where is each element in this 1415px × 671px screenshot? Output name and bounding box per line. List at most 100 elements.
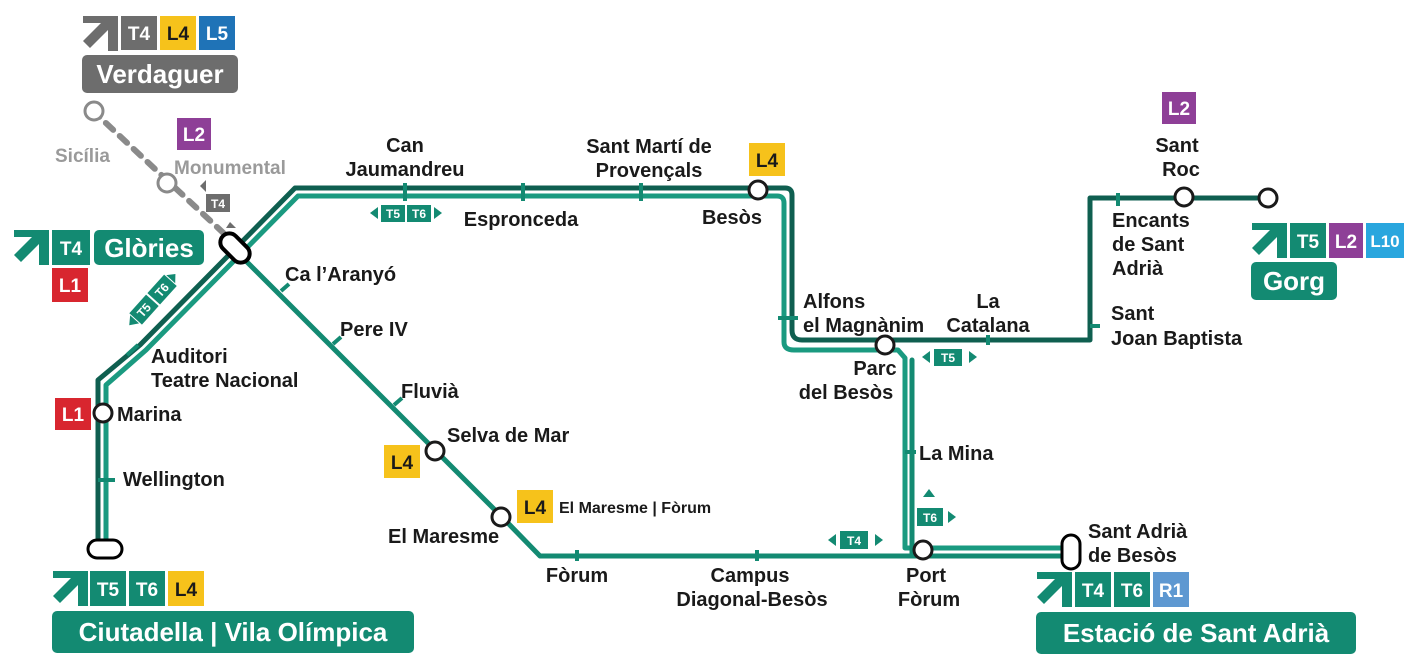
station-besos-circle[interactable] [747, 179, 769, 201]
station-parc-besos-circle[interactable] [874, 334, 896, 356]
badge-t5 [1290, 223, 1326, 258]
station-sant-adria-capsule[interactable] [1060, 533, 1082, 571]
sant-adria-t6-label: T6 [1121, 581, 1143, 602]
station-ticks [98, 183, 1120, 561]
station-port-forum-label-1: Port [906, 565, 946, 587]
badge-t4 [121, 16, 157, 50]
station-selva-de-mar-circle[interactable] [424, 440, 446, 462]
station-alfons-label-1: Alfons [803, 291, 865, 313]
station-marina-label: Marina [117, 404, 182, 426]
sant-adria-r1-label: R1 [1159, 581, 1184, 602]
t4-track [230, 245, 1073, 559]
direction-tag-verdaguer-label: T4 [211, 197, 225, 211]
station-la-catalana-label-1: La [976, 291, 1000, 313]
gorg-l2-label: L2 [1335, 232, 1357, 253]
station-campus-label-1: Campus [711, 565, 790, 587]
badge-l4 [168, 571, 204, 606]
station-marina-circle[interactable] [92, 402, 114, 424]
selva-l4-badge [384, 445, 420, 478]
station-sant-adria-besos-label-1: Sant Adrià [1088, 521, 1188, 543]
tick-auditori [125, 343, 140, 357]
interchange-ciutadella[interactable]: T5 T6 L4 Ciutadella | Vila Olímpica [52, 571, 414, 653]
interchange-glories[interactable]: T4 Glòries L1 [14, 230, 204, 302]
direction-tag-glories-diag: T5 T6 [129, 273, 177, 326]
station-la-mina-label: La Mina [919, 443, 994, 465]
station-selva-de-mar-label: Selva de Mar [447, 425, 570, 447]
station-ciutadella-capsule[interactable] [86, 538, 124, 560]
interchange-gorg[interactable]: T5 L2 L10 Gorg [1251, 223, 1404, 300]
station-sant-roc-circle[interactable] [1173, 186, 1195, 208]
station-circles [83, 100, 1279, 571]
port-tag-t6: T6 [923, 511, 937, 525]
station-sicilia-circle[interactable] [83, 100, 105, 122]
sant-roc-l2-label: L2 [1168, 99, 1190, 120]
badge-l2 [1329, 223, 1363, 258]
glories-name: Glòries [104, 233, 194, 263]
tram-logo-icon [1252, 223, 1287, 258]
t5-track [95, 185, 1271, 548]
direction-tag-verdaguer: T4 [200, 180, 236, 228]
station-port-forum-circle[interactable] [912, 539, 934, 561]
gorg-l10-label: L10 [1370, 232, 1399, 251]
station-sant-joan-label-1: Sant [1111, 303, 1155, 325]
bottom-tag-t4: T4 [847, 534, 861, 548]
station-gorg-circle[interactable] [1257, 187, 1279, 209]
station-sant-adria-besos-label-2: de Besòs [1088, 545, 1177, 567]
glories-banner [94, 230, 204, 265]
station-el-maresme-forum-label: El Maresme | Fòrum [559, 500, 711, 517]
sant-roc-l2-badge [1162, 92, 1196, 124]
tick-pere-iv [331, 335, 343, 346]
badge-l10 [1366, 223, 1404, 258]
station-la-catalana-label-2: Catalana [946, 315, 1030, 337]
station-monumental-label: Monumental [174, 158, 286, 179]
glories-t4-label: T4 [60, 239, 83, 260]
verdaguer-name: Verdaguer [96, 59, 223, 89]
station-parc-besos-label-2: del Besòs [799, 382, 893, 404]
station-encants-label-3: Adrià [1112, 258, 1164, 280]
station-glories-capsule[interactable] [217, 230, 254, 267]
interchange-sant-adria[interactable]: T4 T6 R1 Estació de Sant Adrià [1036, 572, 1356, 654]
station-auditori-label-2: Teatre Nacional [151, 370, 298, 392]
station-sant-roc-label-2: Roc [1162, 159, 1200, 181]
station-forum-label: Fòrum [546, 565, 608, 587]
direction-tag-catalana: T5 [922, 349, 977, 366]
station-auditori-label-1: Auditori [151, 346, 228, 368]
ciutadella-l4-label: L4 [175, 580, 198, 601]
sant-adria-t4-label: T4 [1082, 581, 1105, 602]
badge-l5-label: L5 [206, 24, 229, 45]
tracks [89, 107, 1271, 559]
station-sant-marti-label-2: Provençals [596, 160, 703, 182]
gorg-t5-label: T5 [1297, 232, 1320, 253]
station-el-maresme-circle[interactable] [490, 506, 512, 528]
tick-fluvia [392, 396, 404, 407]
ciutadella-t5-label: T5 [97, 580, 120, 601]
station-can-jaumandreu-label-2: Jaumandreu [346, 159, 465, 181]
badge-t5 [90, 571, 126, 606]
station-sicilia-label: Sicília [55, 146, 110, 167]
t6-track [103, 193, 1073, 551]
ciutadella-t6-label: T6 [136, 580, 158, 601]
station-pere-iv-label: Pere IV [340, 319, 408, 341]
interchange-verdaguer[interactable]: T4 L4 L5 Verdaguer [82, 16, 238, 93]
station-fluvia-label: Fluvià [401, 381, 460, 403]
station-monumental-circle[interactable] [156, 172, 178, 194]
direction-tag-bottom: T4 [828, 531, 883, 549]
besos-l4-badge [749, 143, 785, 176]
station-wellington-label: Wellington [123, 469, 225, 491]
station-encants-label-1: Encants [1112, 210, 1190, 232]
marina-l1-label: L1 [62, 405, 85, 426]
top-tag-t5: T5 [386, 207, 400, 221]
gorg-banner [1251, 262, 1337, 300]
besos-l4-label: L4 [756, 151, 779, 172]
sant-adria-banner [1036, 612, 1356, 654]
station-sant-marti-label-1: Sant Martí de [586, 136, 712, 158]
station-sant-roc-label-1: Sant [1155, 135, 1199, 157]
gorg-name: Gorg [1263, 266, 1325, 296]
station-el-maresme-label: El Maresme [388, 526, 499, 548]
marina-l1-badge [55, 398, 91, 430]
tram-logo-icon [1037, 572, 1072, 607]
selva-l4-label: L4 [391, 453, 414, 474]
maresme-l4-badge [517, 490, 553, 523]
direction-tag-top: T5 T6 [370, 205, 442, 222]
